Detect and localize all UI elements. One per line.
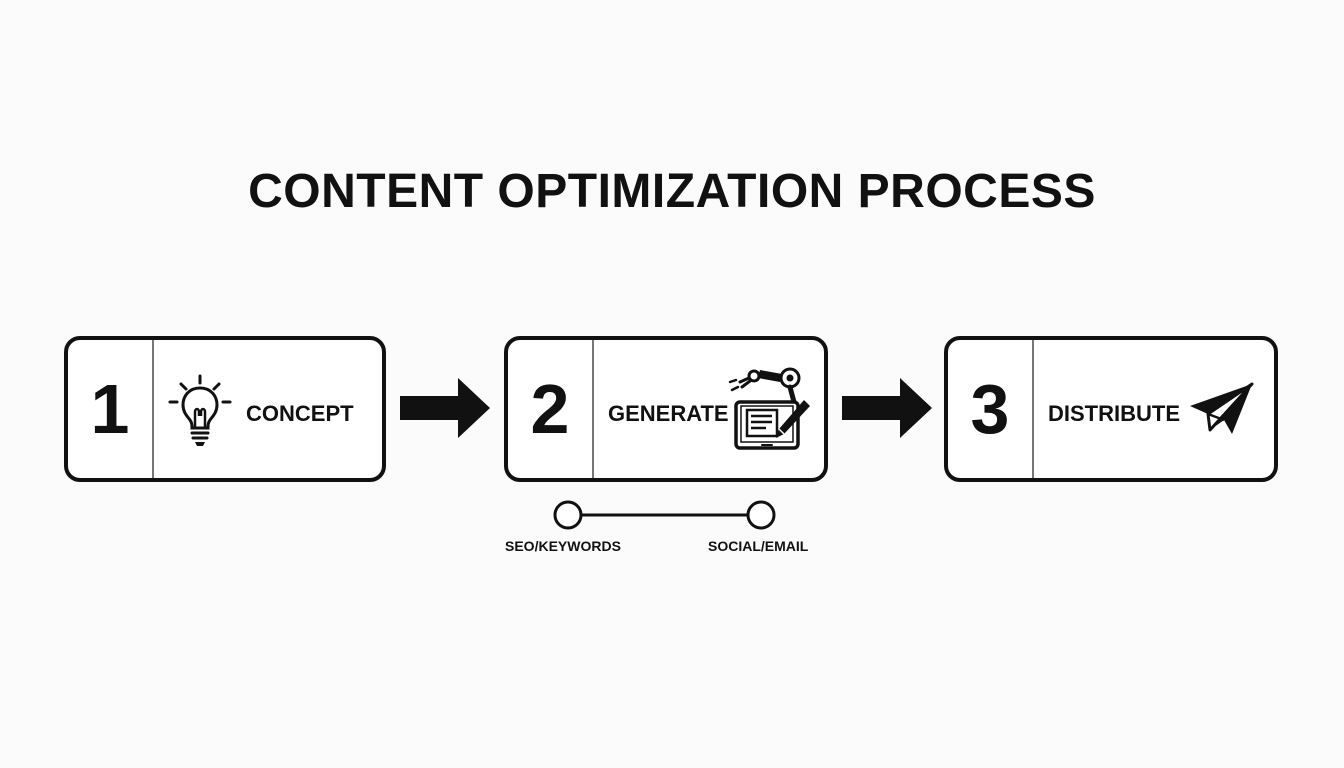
step-3-box: 3 DISTRIBUTE <box>944 336 1278 482</box>
lightbulb-icon <box>168 374 232 448</box>
step-2-box: 2 GENERATE <box>504 336 828 482</box>
step-3-body: DISTRIBUTE <box>1034 340 1274 478</box>
branch-left-label: SEO/KEYWORDS <box>505 538 621 554</box>
step-2-body: GENERATE <box>594 340 824 478</box>
step-2-number: 2 <box>508 340 594 478</box>
diagram-title: CONTENT OPTIMIZATION PROCESS <box>248 165 1096 218</box>
step-2-label: GENERATE <box>608 401 729 426</box>
arrow-right-icon <box>842 376 934 445</box>
branch-right-label: SOCIAL/EMAIL <box>708 538 809 554</box>
step-1-box: 1 CONCEPT <box>64 336 386 482</box>
step-1-number: 1 <box>68 340 154 478</box>
branch-connector <box>550 498 780 537</box>
step-1-body: CONCEPT <box>154 340 382 478</box>
arrow-right-icon <box>400 376 492 445</box>
step-3-number: 3 <box>948 340 1034 478</box>
paper-plane-icon <box>1188 380 1258 444</box>
step-1-label: CONCEPT <box>246 401 354 426</box>
step-3-label: DISTRIBUTE <box>1048 401 1180 426</box>
robot-arm-writing-tablet-icon <box>724 362 816 456</box>
